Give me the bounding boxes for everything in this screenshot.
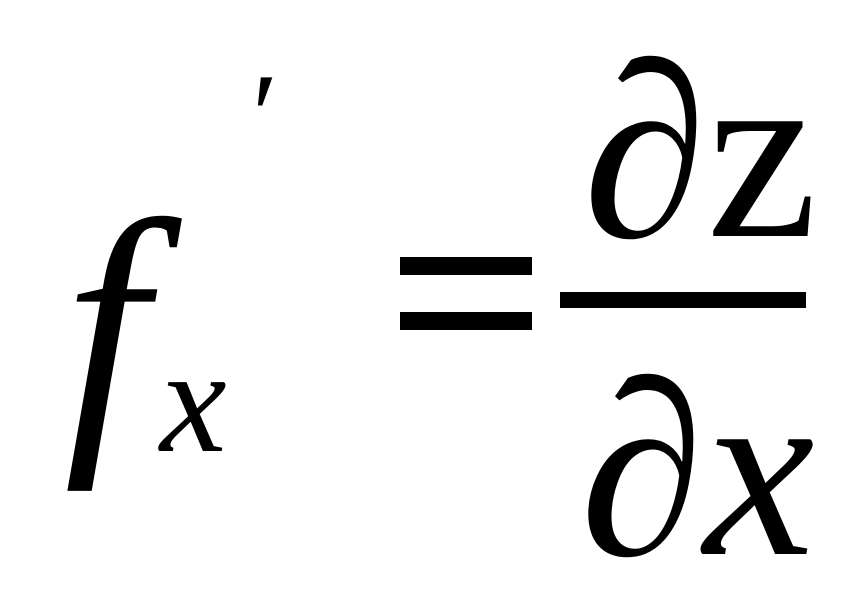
denominator-partial-symbol: ∂ [580, 332, 704, 609]
function-symbol: f [64, 160, 148, 492]
denominator-variable: x [703, 332, 815, 609]
function-subscript: x [160, 318, 227, 484]
equals-sign-bottom-bar [400, 312, 532, 330]
equals-sign-top-bar [400, 257, 532, 275]
partial-derivative-formula: f x ′ ∂z ∂x [64, 28, 818, 596]
prime-mark: ′ [252, 49, 279, 182]
fraction-numerator: ∂z [583, 28, 818, 278]
fraction-bar [560, 292, 806, 308]
numerator-partial-symbol: ∂ [583, 14, 707, 291]
numerator-variable: z [706, 14, 818, 291]
fraction-denominator: ∂x [580, 346, 815, 596]
